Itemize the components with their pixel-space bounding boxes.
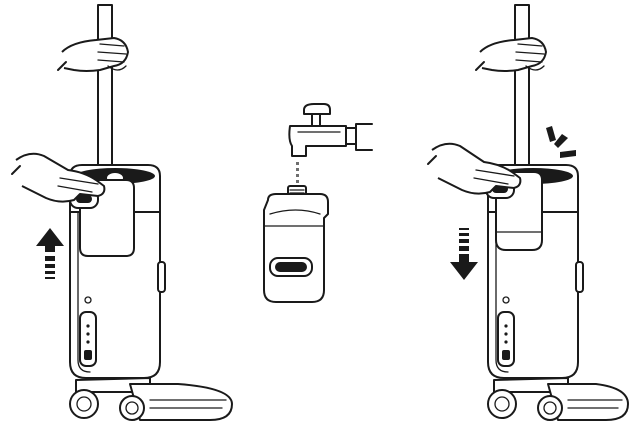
floor-brush-head: [70, 378, 232, 420]
click-mark-icon: [546, 126, 576, 158]
hand-icon: [58, 38, 128, 71]
water-stream: [296, 162, 299, 183]
water-tank-icon: [264, 186, 328, 302]
status-panel: [80, 312, 96, 366]
faucet-icon: [289, 104, 372, 156]
hand-icon: [12, 154, 104, 202]
panel-fill-tank: [264, 104, 372, 302]
status-panel: [498, 312, 514, 366]
hand-icon: [476, 38, 546, 71]
arrow-down-icon: [450, 228, 478, 280]
handle-pole: [98, 5, 112, 185]
panel-remove-tank: [12, 5, 232, 420]
panel-insert-tank: [428, 5, 628, 420]
handle-pole: [515, 5, 529, 185]
arrow-up-icon: [36, 228, 64, 279]
floor-brush-head: [488, 378, 628, 420]
hand-icon: [428, 144, 520, 194]
